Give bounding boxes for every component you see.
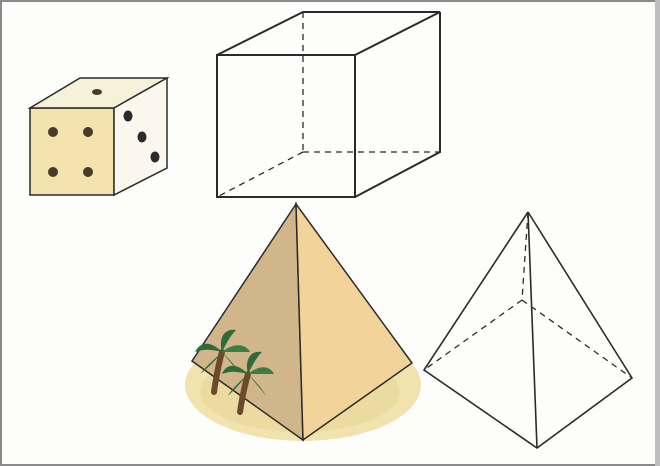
- dice-front-face: [30, 108, 114, 195]
- dice-front-pip: [83, 127, 93, 137]
- dice-front-pip: [48, 167, 58, 177]
- dice: [30, 78, 167, 195]
- cube-right-edges: [355, 12, 440, 197]
- cube-top-edges: [217, 12, 440, 55]
- pyramid-hidden-edge: [424, 300, 522, 370]
- dice-right-pip: [124, 111, 133, 122]
- pyramid-hidden-edge: [522, 300, 632, 378]
- pyramid: [185, 204, 421, 441]
- cube-hidden-edge: [217, 152, 303, 197]
- cube-wireframe: [217, 12, 440, 197]
- pyramid-hidden-edge: [522, 212, 528, 300]
- dice-right-pip: [151, 152, 160, 163]
- cube-front-face: [217, 55, 355, 197]
- dice-top-pip: [92, 89, 102, 95]
- dice-front-pip: [83, 167, 93, 177]
- pyramid-outline: [424, 212, 632, 448]
- pyramid-front-edge: [528, 212, 537, 448]
- right-edge-shadow: [655, 0, 660, 466]
- dice-front-pip: [48, 127, 58, 137]
- pyramid-wireframe: [424, 212, 632, 448]
- dice-right-pip: [138, 132, 147, 143]
